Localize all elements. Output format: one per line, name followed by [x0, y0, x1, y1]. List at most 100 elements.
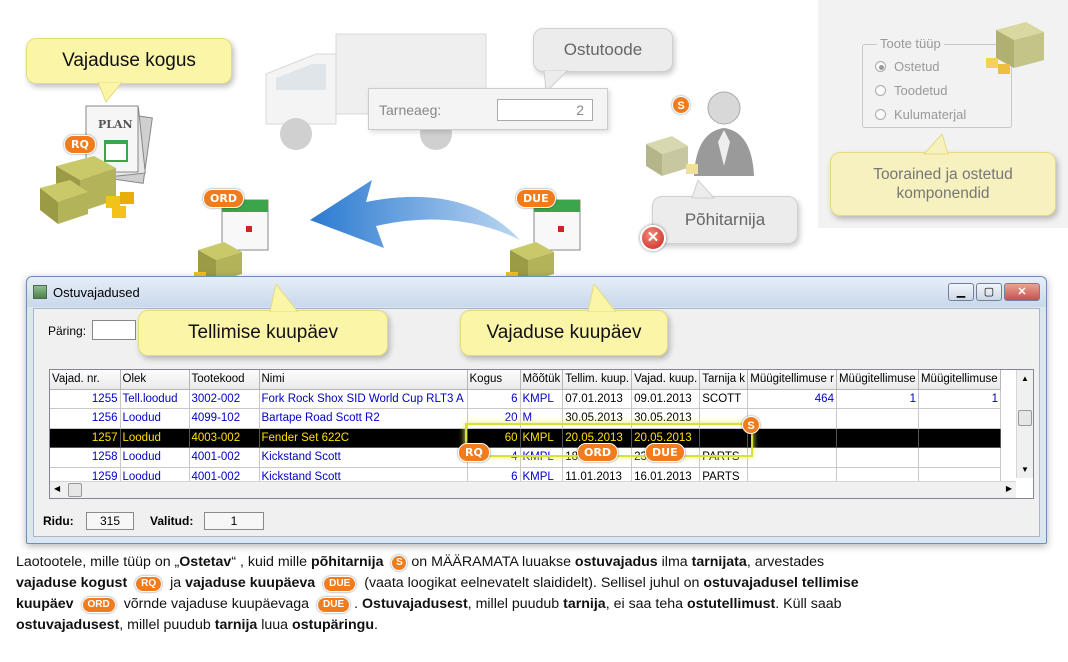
due-badge-grid: DUE [645, 443, 685, 462]
s-badge-top: S [672, 96, 690, 114]
app-icon [33, 285, 47, 299]
column-header[interactable]: Olek [120, 370, 190, 390]
scroll-right-icon[interactable]: ▶ [1005, 484, 1012, 493]
table-cell: 1258 [50, 447, 121, 468]
table-cell [747, 408, 837, 429]
callout-vajaduse-kuupaev-text: Vajaduse kuupäev [486, 322, 642, 343]
radio-dot [875, 61, 886, 72]
table-cell: Fork Rock Shox SID World Cup RLT3 A [259, 389, 468, 409]
valitud-value: 1 [204, 512, 264, 530]
table-cell: M [520, 408, 564, 429]
table-cell [836, 428, 919, 448]
due-badge-inline: DUE [323, 576, 357, 592]
column-header[interactable]: Müügitellimuse [836, 370, 919, 390]
table-cell: KMPL [520, 447, 564, 468]
table-cell: SCOTT [699, 389, 749, 409]
column-header[interactable]: Müügitellimuse r [747, 370, 837, 390]
ord-badge-inline: ORD [81, 597, 116, 613]
desc-text: , arvestades [746, 554, 825, 570]
column-header[interactable]: Mõõtük [520, 370, 564, 390]
table-cell: Kickstand Scott [259, 447, 468, 468]
scroll-thumb[interactable] [1018, 410, 1032, 426]
vertical-scrollbar[interactable]: ▲ ▼ [1016, 370, 1033, 478]
close-button[interactable]: ✕ [1004, 283, 1040, 301]
hscroll-thumb[interactable] [68, 483, 82, 497]
desc-text: on MÄÄRAMATA luuakse [411, 554, 575, 570]
table-cell: 30.05.2013 [631, 408, 701, 429]
desc-bold: Ostetav [179, 554, 232, 570]
radio-toodetud[interactable]: Toodetud [875, 83, 948, 98]
callout-vajaduse-kuupaev: Vajaduse kuupäev [460, 310, 668, 356]
maximize-button[interactable]: ▢ [976, 283, 1002, 301]
radio-ostetud[interactable]: Ostetud [875, 59, 940, 74]
table-cell: 1257 [50, 428, 121, 448]
callout-tellimise-kuupaev-text: Tellimise kuupäev [188, 322, 338, 343]
desc-bold: põhitarnija [310, 554, 384, 570]
callout-toorained-text: Toorained ja ostetud komponendid [873, 166, 1013, 202]
due-badge-inline: DUE [317, 597, 351, 613]
tarneaeg-input[interactable]: 2 [497, 99, 593, 121]
table-cell [699, 408, 749, 429]
column-header[interactable]: Vajad. kuup. [631, 370, 701, 390]
desc-bold: tarnijata [691, 554, 747, 570]
radio-kulumaterjal[interactable]: Kulumaterjal [875, 107, 966, 122]
column-header[interactable]: Tootekood [189, 370, 260, 390]
table-cell [699, 428, 749, 448]
desc-text: , millel puudub [467, 596, 564, 612]
plan-boxes-icon: PLAN [40, 105, 153, 224]
callout-ostutoode: Ostutoode [533, 28, 673, 72]
column-header[interactable]: Kogus [467, 370, 521, 390]
desc-bold: Ostuvajadusest [362, 596, 468, 612]
callout-tail [922, 134, 949, 155]
table-cell: 1 [836, 389, 919, 409]
desc-bold: vajaduse kuupäeva [185, 575, 316, 591]
radio-dot [875, 109, 886, 120]
ostuvajadused-window: Ostuvajadused ▁ ▢ ✕ Päring: Vajad. nr.Ol… [26, 276, 1047, 544]
order-date-calendar-icon [194, 199, 269, 286]
table-cell: Fender Set 622C [259, 428, 468, 448]
desc-text: . [354, 596, 363, 612]
table-cell: KMPL [520, 389, 564, 409]
table-cell: 1255 [50, 389, 121, 409]
column-header[interactable]: Tarnija k [699, 370, 749, 390]
desc-bold: tarnija [214, 617, 258, 633]
table-cell [747, 447, 837, 468]
minimize-button[interactable]: ▁ [948, 283, 974, 301]
table-cell: 1 [918, 389, 1001, 409]
table-cell: 60 [467, 428, 521, 448]
arrow-icon [310, 180, 520, 248]
desc-bold: ostuvajadus [574, 554, 658, 570]
table-cell: 6 [467, 389, 521, 409]
radio-dot [875, 85, 886, 96]
table-cell: Loodud [120, 408, 190, 429]
scroll-down-icon[interactable]: ▼ [1021, 465, 1029, 474]
query-label: Päring: [48, 324, 87, 338]
column-header[interactable]: Vajad. nr. [50, 370, 121, 390]
column-header[interactable]: Müügitellimuse [918, 370, 1001, 390]
desc-bold: vajaduse kogust [16, 575, 128, 591]
callout-tail [543, 70, 569, 94]
table-cell: 3002-002 [189, 389, 260, 409]
desc-text: ilma [657, 554, 692, 570]
rq-badge-grid: RQ [458, 443, 490, 462]
table-cell: 20.05.2013 [631, 428, 701, 448]
desc-text: (vaata loogikat eelnevatelt slaididelt).… [360, 575, 704, 591]
table-cell: 464 [747, 389, 837, 409]
scroll-left-icon[interactable]: ◀ [54, 484, 61, 493]
table-cell: Loodud [120, 428, 190, 448]
horizontal-scrollbar[interactable]: ◀ ▶ [50, 481, 1016, 498]
scroll-up-icon[interactable]: ▲ [1021, 374, 1029, 383]
query-input[interactable] [92, 320, 136, 340]
column-header[interactable]: Nimi [259, 370, 468, 390]
column-header[interactable]: Tellim. kuup. [562, 370, 633, 390]
callout-tail [97, 82, 123, 103]
radio-toodetud-label: Toodetud [894, 83, 948, 98]
window-titlebar: Ostuvajadused [27, 277, 1046, 307]
plan-label: PLAN [98, 118, 133, 131]
